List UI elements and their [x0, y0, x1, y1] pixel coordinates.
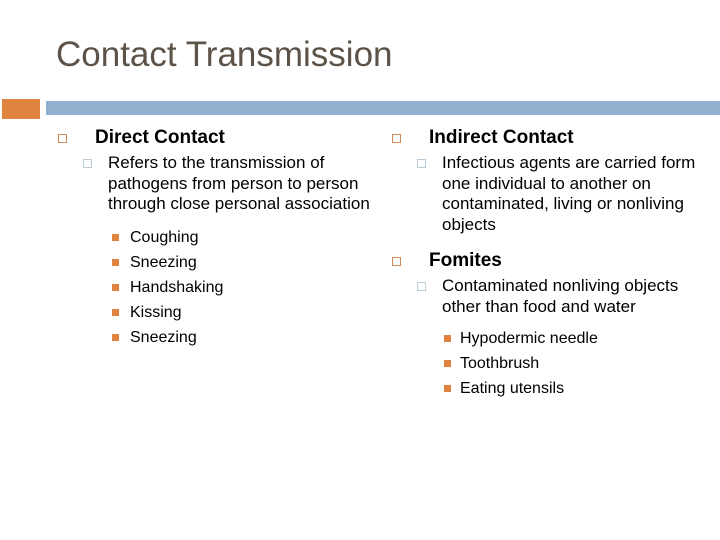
- page-title: Contact Transmission: [56, 35, 393, 74]
- bullet-square-solid-orange-icon: [444, 334, 451, 342]
- list-item: Toothbrush: [388, 351, 720, 376]
- left-description: Refers to the transmission of pathogens …: [54, 153, 384, 215]
- left-heading-label: Direct Contact: [95, 127, 225, 148]
- accent-bar-blue: [46, 101, 720, 115]
- right-subheading-fomites: Fomites: [388, 249, 720, 273]
- bullet-square-solid-orange-icon: [112, 308, 119, 316]
- accent-square-orange: [2, 99, 40, 119]
- right-heading-label: Indirect Contact: [429, 127, 574, 148]
- bullet-square-solid-orange-icon: [444, 359, 451, 367]
- left-example-label: Handshaking: [130, 278, 224, 296]
- bullet-square-outline-orange-icon: [392, 134, 401, 143]
- left-example-label: Kissing: [130, 303, 182, 321]
- left-example-label: Sneezing: [130, 328, 197, 346]
- spacer: [54, 215, 384, 225]
- right-description: Infectious agents are carried form one i…: [388, 153, 720, 235]
- right-example-label: Hypodermic needle: [460, 329, 598, 347]
- left-example-label: Sneezing: [130, 253, 197, 271]
- bullet-square-solid-orange-icon: [112, 283, 119, 291]
- list-item: Handshaking: [54, 275, 384, 300]
- left-description-label: Refers to the transmission of pathogens …: [108, 153, 370, 214]
- right-description-label: Infectious agents are carried form one i…: [442, 153, 696, 234]
- list-item: Sneezing: [54, 250, 384, 275]
- list-item: Sneezing: [54, 325, 384, 350]
- bullet-square-solid-orange-icon: [112, 333, 119, 341]
- list-item: Coughing: [54, 225, 384, 250]
- bullet-square-outline-orange-icon: [392, 257, 401, 267]
- left-content-column: Direct Contact Refers to the transmissio…: [54, 126, 384, 350]
- left-heading-direct-contact: Direct Contact: [54, 126, 384, 150]
- spacer: [388, 235, 720, 249]
- right-example-label: Eating utensils: [460, 379, 565, 397]
- bullet-square-outline-blue-icon: [417, 159, 426, 168]
- list-item: Kissing: [54, 300, 384, 325]
- bullet-square-outline-orange-icon: [58, 134, 67, 143]
- right-sub-description: Contaminated nonliving objects other tha…: [388, 276, 720, 317]
- list-item: Hypodermic needle: [388, 326, 720, 351]
- right-heading-indirect-contact: Indirect Contact: [388, 126, 720, 150]
- bullet-square-outline-blue-icon: [83, 159, 92, 168]
- spacer: [388, 318, 720, 326]
- bullet-square-solid-orange-icon: [444, 384, 451, 392]
- right-content-column: Indirect Contact Infectious agents are c…: [388, 126, 720, 401]
- bullet-square-solid-orange-icon: [112, 258, 119, 266]
- bullet-square-outline-blue-icon: [417, 282, 426, 292]
- bullet-square-solid-orange-icon: [112, 233, 119, 241]
- right-subheading-label: Fomites: [429, 250, 502, 272]
- list-item: Eating utensils: [388, 376, 720, 401]
- right-sub-description-label: Contaminated nonliving objects other tha…: [442, 276, 679, 316]
- left-example-label: Coughing: [130, 228, 199, 246]
- right-example-label: Toothbrush: [460, 354, 540, 372]
